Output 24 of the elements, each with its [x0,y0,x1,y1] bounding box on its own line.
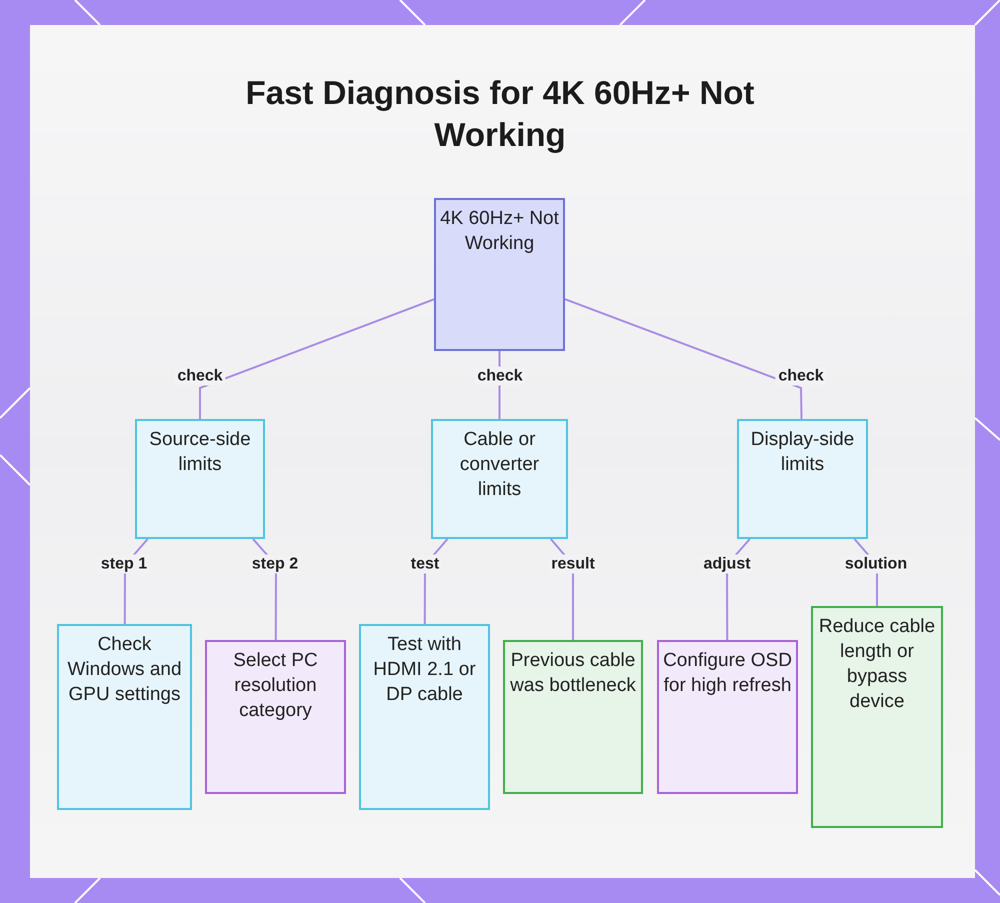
diagram-title: Fast Diagnosis for 4K 60Hz+ Not Working [244,73,756,155]
box-text: Configure OSD for high refresh [663,649,792,698]
box-text: 4K 60Hz+ Not Working [440,207,559,256]
process-box [434,198,565,351]
box-text: Previous cable was bottleneck [509,649,637,698]
connector-line [564,298,802,420]
process-box [811,606,943,828]
box-text: Select PC resolution category [232,649,319,723]
process-box [737,419,868,539]
process-box [431,419,568,539]
box-text: Source-side limits [148,428,252,477]
box-text: Check Windows and GPU settings [66,633,183,707]
box-text: Cable or converter limits [458,428,540,502]
box-text: Reduce cable length or bypass device [818,615,936,714]
process-box [205,640,346,794]
edge-label: check [775,366,827,386]
process-box [57,624,192,810]
process-box [503,640,643,794]
box-text: Display-side limits [750,428,856,477]
box-text: Test with HDMI 2.1 or DP cable [372,633,477,707]
process-box [657,640,798,794]
connector-line [199,298,434,419]
process-box [135,419,265,539]
process-box [359,624,490,810]
